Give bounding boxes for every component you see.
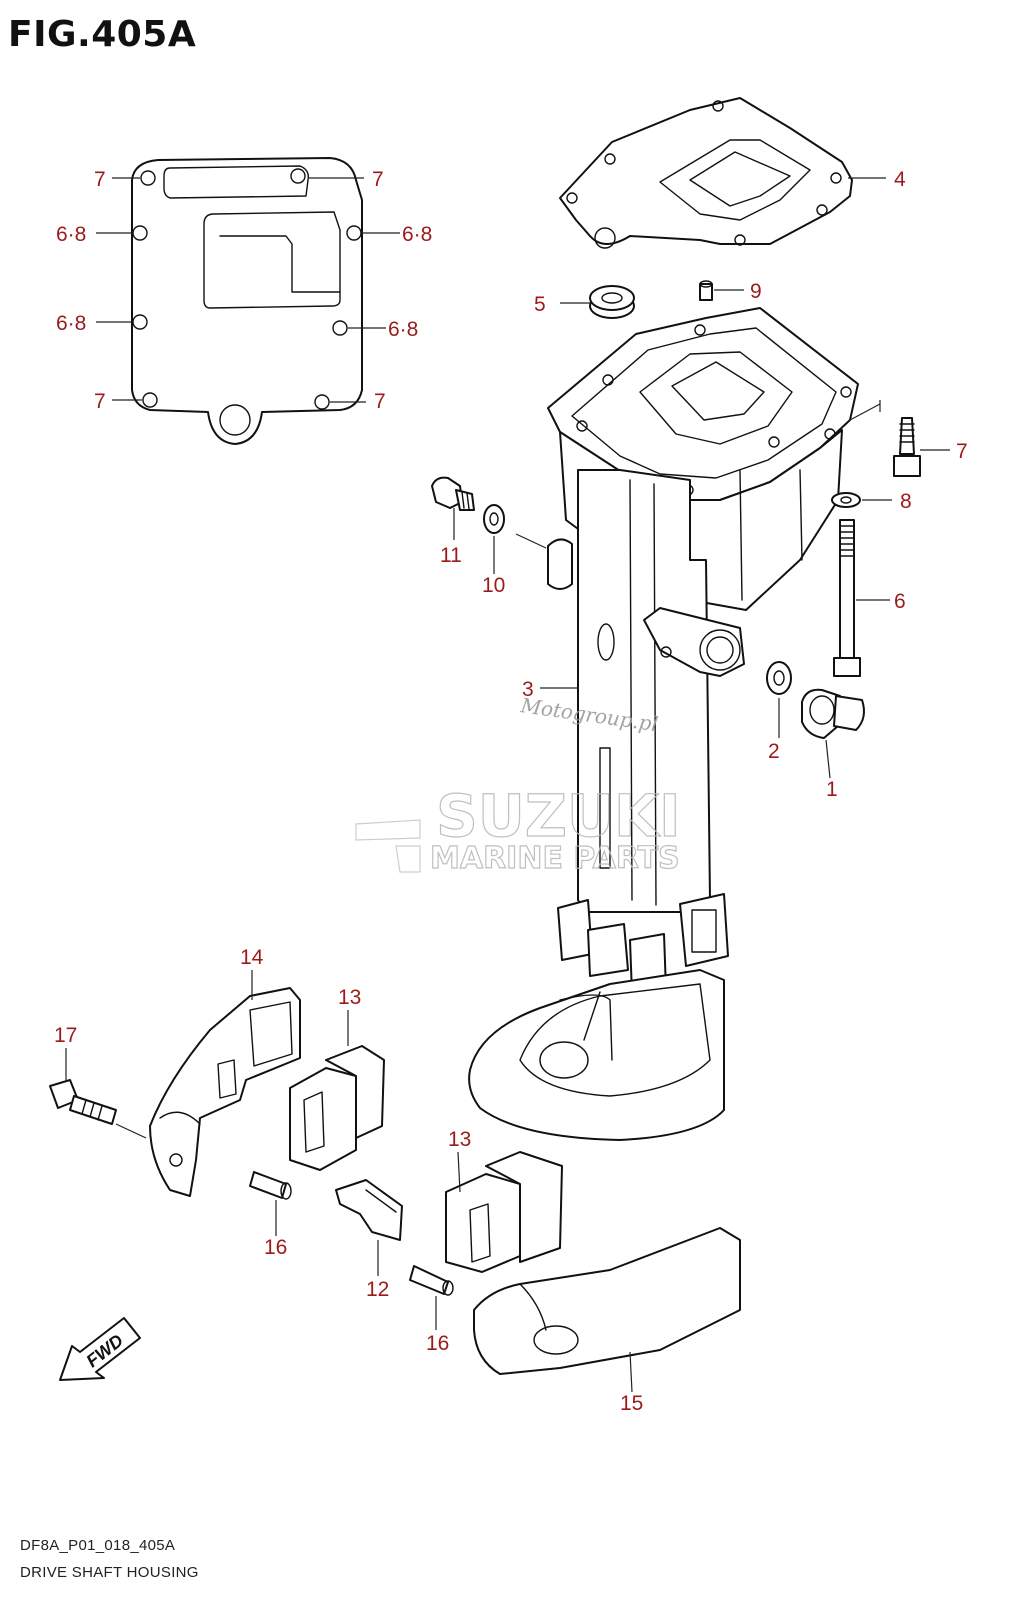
mount-rubber-13-right [445,1151,563,1273]
callout-6: 6 [894,590,906,613]
callout-7-br: 7 [374,390,386,413]
plug-1 [801,688,865,739]
callout-9: 9 [750,280,762,303]
callout-2: 2 [768,740,780,763]
callout-1: 1 [826,778,838,801]
seal-5 [589,285,635,319]
mount-bracket-15 [473,1227,741,1375]
leader-lines [65,177,950,1393]
pin-16-right [409,1265,454,1296]
mount-rubber-13-left [289,1045,385,1171]
watermark-sub: MARINE PARTS [430,841,680,876]
callout-5: 5 [534,293,546,316]
callout-4: 4 [894,168,906,191]
callouts: 7 7 6·8 6·8 6·8 6·8 7 7 4 5 9 7 8 6 11 1… [54,168,968,1415]
callout-10: 10 [482,574,505,597]
figure-name: DRIVE SHAFT HOUSING [20,1564,199,1581]
bolt-6 [833,519,861,677]
figure-code: DF8A_P01_018_405A [20,1537,176,1554]
mount-clip-12 [335,1179,403,1241]
gasket-2 [766,661,792,695]
figure-title: FIG.405A [8,14,197,55]
callout-16-left: 16 [264,1236,287,1259]
callout-13-left: 13 [338,986,361,1009]
bolt-17 [49,1079,117,1125]
callout-7-tr: 7 [372,168,384,191]
callout-7-tl: 7 [94,168,106,191]
callout-8: 8 [900,490,912,513]
callout-6-8-r1: 6·8 [402,223,432,246]
callout-6-8-l1: 6·8 [56,223,86,246]
callout-3: 3 [522,678,534,701]
mount-bracket-14 [149,987,301,1197]
bolt-7 [893,417,921,477]
callout-15: 15 [620,1392,643,1415]
callout-14: 14 [240,946,264,969]
callout-17: 17 [54,1024,77,1047]
gasket-10 [483,504,505,534]
callout-12: 12 [366,1278,389,1301]
gasket-front-view [131,157,363,445]
drive-shaft-housing [468,307,859,1141]
gasket-4 [559,97,853,249]
callout-7-bl: 7 [94,390,106,413]
callout-6-8-r2: 6·8 [388,318,418,341]
plug-11 [431,476,475,511]
watermark: Motogroup.pl SUZUKI MARINE PARTS [355,693,681,877]
callout-13-right: 13 [448,1128,471,1151]
callout-6-8-l2: 6·8 [56,312,86,335]
callout-16-right: 16 [426,1332,449,1355]
callout-11: 11 [440,544,462,567]
pin-16-left [249,1171,292,1200]
washer-8 [831,492,861,508]
callout-7: 7 [956,440,968,463]
dowel-pin-9 [699,280,713,301]
fwd-arrow-icon: FWD [59,1317,141,1381]
watermark-brand: SUZUKI [436,782,681,850]
